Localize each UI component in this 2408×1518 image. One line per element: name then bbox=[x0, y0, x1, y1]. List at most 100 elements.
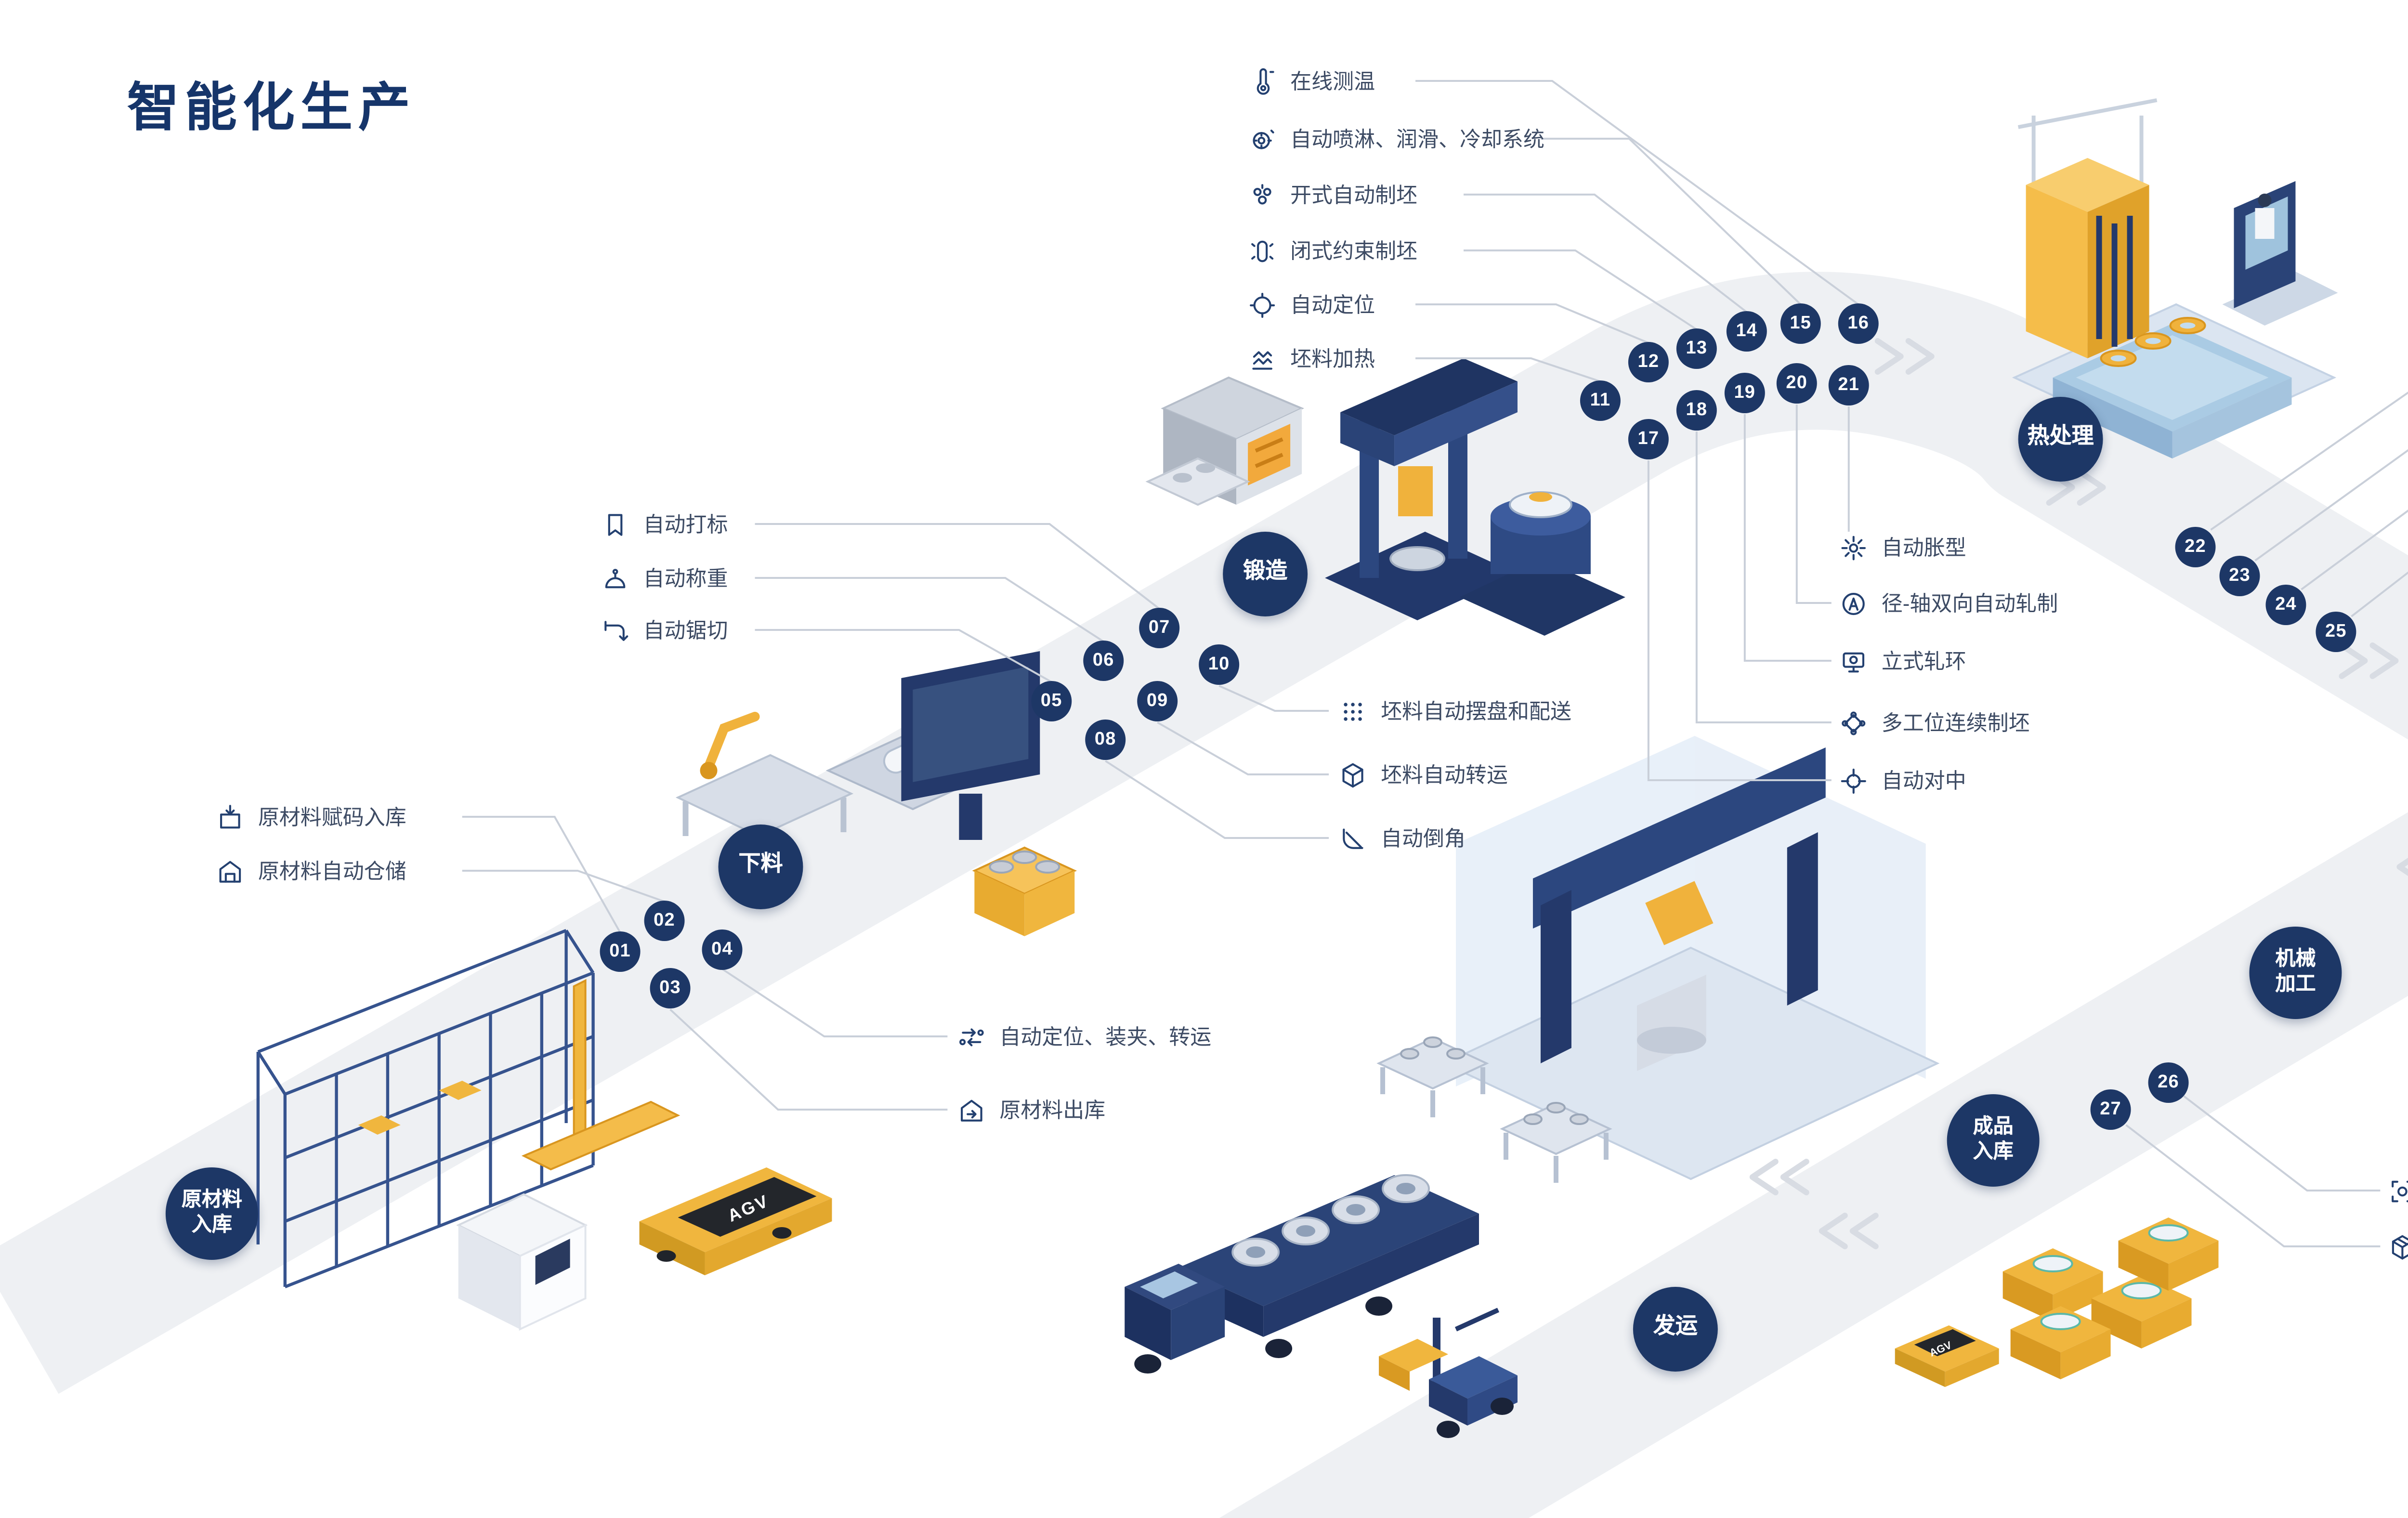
label-expansion: 自动胀型 bbox=[1839, 532, 1966, 563]
road-chevrons bbox=[1749, 338, 2408, 1249]
finished-goods-stacks: AGV bbox=[1895, 1217, 2219, 1387]
vertical-ring-rolling-icon bbox=[1839, 646, 1868, 675]
shipping-truck bbox=[1125, 1174, 1479, 1374]
label-text: 闭式约束制坯 bbox=[1290, 241, 1418, 264]
chamfer-icon bbox=[1338, 824, 1367, 852]
label-open-billet: 开式自动制坯 bbox=[1248, 179, 1417, 210]
stage-finished-goods-in: 成品入库 bbox=[1947, 1094, 2040, 1187]
centering-icon bbox=[1839, 766, 1868, 795]
label-coded-inbound: 原材料赋码入库 bbox=[216, 801, 406, 832]
small-agv: AGV bbox=[1895, 1325, 1999, 1387]
stage-forging: 锻造 bbox=[1223, 532, 1308, 616]
sawing-icon bbox=[601, 615, 630, 644]
label-text: 在线测温 bbox=[1290, 71, 1375, 94]
label-tray-delivery: 坯料自动摆盘和配送 bbox=[1338, 695, 1571, 726]
stage-shipping: 发运 bbox=[1633, 1287, 1718, 1372]
auto-detect-icon bbox=[2388, 1176, 2408, 1205]
label-text: 坯料自动转运 bbox=[1381, 765, 1508, 788]
step-node-03: 03 bbox=[650, 968, 691, 1008]
coded-inbound-icon bbox=[216, 802, 245, 831]
production-road bbox=[0, 272, 2408, 1518]
stage-heat-treatment: 热处理 bbox=[2018, 397, 2103, 482]
billet-crate bbox=[972, 846, 1077, 936]
label-auto-weighing: 自动称重 bbox=[601, 563, 728, 593]
label-online-temp: 在线测温 bbox=[1248, 65, 1375, 96]
auto-storage-icon bbox=[216, 856, 245, 885]
step-node-24: 24 bbox=[2265, 585, 2306, 625]
step-node-12: 12 bbox=[1628, 342, 1669, 382]
positioning-icon bbox=[1248, 290, 1277, 319]
step-node-15: 15 bbox=[1780, 303, 1821, 344]
label-vertical-ring-rolling: 立式轧环 bbox=[1839, 645, 1966, 676]
label-text: 开式自动制坯 bbox=[1290, 185, 1418, 208]
label-multistation-billet: 多工位连续制坯 bbox=[1839, 707, 2030, 738]
step-node-06: 06 bbox=[1083, 641, 1124, 681]
step-node-02: 02 bbox=[644, 901, 685, 941]
stage-raw-material-in: 原材料入库 bbox=[165, 1167, 258, 1260]
step-node-20: 20 bbox=[1776, 363, 1817, 404]
label-text: 多工位连续制坯 bbox=[1881, 713, 2030, 736]
label-text: 原材料出库 bbox=[999, 1100, 1106, 1123]
step-node-14: 14 bbox=[1726, 311, 1767, 352]
label-text: 径-轴双向自动轧制 bbox=[1881, 593, 2058, 616]
clamp-transfer-icon bbox=[957, 1022, 986, 1051]
label-text: 立式轧环 bbox=[1881, 651, 1966, 674]
step-node-27: 27 bbox=[2090, 1089, 2131, 1130]
multistation-billet-icon bbox=[1839, 708, 1868, 737]
billet-transfer-icon bbox=[1338, 760, 1367, 789]
label-text: 自动胀型 bbox=[1881, 537, 1966, 561]
auto-pack-icon bbox=[2388, 1232, 2408, 1261]
open-billet-icon bbox=[1248, 180, 1277, 209]
closed-billet-icon bbox=[1248, 236, 1277, 265]
step-node-26: 26 bbox=[2148, 1062, 2189, 1103]
label-text: 自动打标 bbox=[643, 514, 728, 537]
step-node-17: 17 bbox=[1628, 419, 1669, 459]
step-node-05: 05 bbox=[1031, 681, 1072, 721]
label-text: 自动定位、装夹、转运 bbox=[999, 1027, 1212, 1050]
stage-blanking: 下料 bbox=[718, 824, 803, 909]
expansion-icon bbox=[1839, 533, 1868, 562]
stage-machining: 机械加工 bbox=[2249, 927, 2342, 1019]
step-node-11: 11 bbox=[1580, 380, 1621, 421]
sawing-station bbox=[675, 651, 1040, 871]
label-radial-axial-rolling: 径-轴双向自动轧制 bbox=[1839, 588, 2058, 618]
label-text: 自动喷淋、润滑、冷却系统 bbox=[1290, 129, 1544, 152]
label-text: 自动定位 bbox=[1290, 295, 1375, 318]
label-text: 原材料自动仓储 bbox=[258, 861, 406, 884]
heat-treatment-tower bbox=[2012, 98, 2338, 458]
step-node-13: 13 bbox=[1676, 328, 1717, 369]
billet-heating-icon bbox=[1248, 344, 1277, 373]
step-node-10: 10 bbox=[1199, 644, 1240, 685]
label-spray-cooling: 自动喷淋、润滑、冷却系统 bbox=[1248, 123, 1544, 154]
label-text: 原材料赋码入库 bbox=[258, 807, 406, 830]
label-billet-heating: 坯料加热 bbox=[1248, 343, 1375, 374]
step-node-09: 09 bbox=[1137, 681, 1178, 721]
label-closed-billet: 闭式约束制坯 bbox=[1248, 235, 1417, 266]
outbound-icon bbox=[957, 1095, 986, 1124]
page-title: 智能化生产 bbox=[127, 79, 416, 137]
label-text: 自动对中 bbox=[1881, 771, 1966, 794]
weighing-icon bbox=[601, 563, 630, 592]
step-node-04: 04 bbox=[702, 929, 743, 970]
label-auto-detect: 自动检测 bbox=[2388, 1175, 2408, 1206]
label-chamfer: 自动倒角 bbox=[1338, 823, 1466, 853]
label-auto-pack: 自动打包 bbox=[2388, 1231, 2408, 1262]
agv-vehicle: AGV bbox=[639, 1167, 832, 1275]
step-node-01: 01 bbox=[600, 931, 641, 972]
step-node-22: 22 bbox=[2175, 527, 2216, 567]
warehouse-rack bbox=[256, 929, 681, 1288]
step-node-21: 21 bbox=[1828, 365, 1869, 406]
spray-cooling-icon bbox=[1248, 124, 1277, 153]
step-node-23: 23 bbox=[2219, 556, 2260, 596]
step-node-16: 16 bbox=[1838, 303, 1879, 344]
label-auto-centering: 自动对中 bbox=[1839, 765, 1966, 796]
inbound-machine bbox=[456, 1193, 588, 1331]
label-text: 自动称重 bbox=[643, 568, 728, 591]
label-auto-sawing: 自动锯切 bbox=[601, 615, 728, 645]
radial-axial-rolling-icon bbox=[1839, 589, 1868, 617]
step-node-07: 07 bbox=[1139, 608, 1180, 648]
marking-icon bbox=[601, 510, 630, 538]
label-text: 自动倒角 bbox=[1381, 828, 1466, 851]
